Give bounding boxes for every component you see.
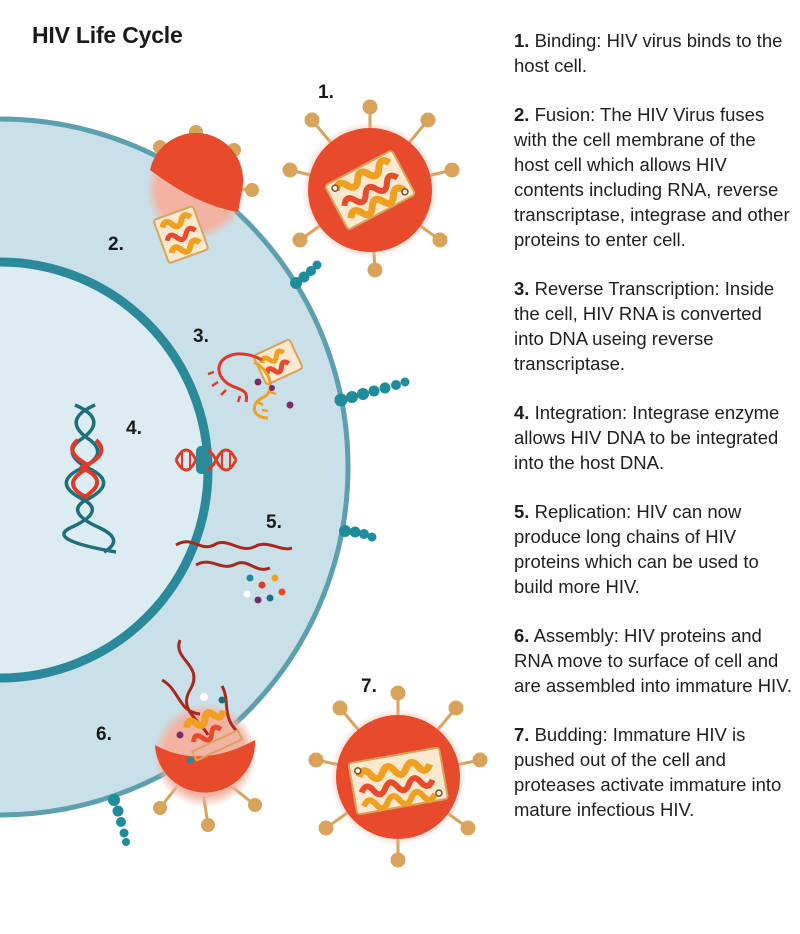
step-5-number: 5. (514, 501, 530, 522)
step-2-text: Fusion: The HIV Virus fuses with the cel… (514, 104, 790, 250)
virus-binding (282, 99, 460, 278)
step-label-4: 4. (126, 418, 142, 439)
receptor-right-lower (339, 525, 377, 542)
step-label-6: 6. (96, 724, 112, 745)
step-3-text: Reverse Transcription: Inside the cell, … (514, 278, 775, 374)
step-2-description: 2. Fusion: The HIV Virus fuses with the … (514, 102, 794, 252)
receptor-right-upper (334, 377, 410, 407)
step-label-2: 2. (108, 234, 124, 255)
step-1-text: Binding: HIV virus binds to the host cel… (514, 30, 783, 76)
step-6-description: 6. Assembly: HIV proteins and RNA move t… (514, 623, 794, 698)
step-4-description: 4. Integration: Integrase enzyme allows … (514, 400, 794, 475)
step-3-description: 3. Reverse Transcription: Inside the cel… (514, 276, 794, 376)
step-6-number: 6. (514, 625, 530, 646)
virus-budding (308, 685, 488, 868)
step-label-7: 7. (361, 676, 377, 697)
step-4-text: Integration: Integrase enzyme allows HIV… (514, 402, 780, 473)
hiv-dna (174, 446, 238, 474)
receptor-bottom (108, 794, 130, 846)
step-5-text: Replication: HIV can now produce long ch… (514, 501, 759, 597)
step-3-number: 3. (514, 278, 530, 299)
host-dna (62, 403, 117, 554)
step-2-number: 2. (514, 104, 530, 125)
step-4-number: 4. (514, 402, 530, 423)
replication-proteins (243, 574, 286, 604)
step-1-description: 1. Binding: HIV virus binds to the host … (514, 28, 794, 78)
step-1-number: 1. (514, 30, 530, 51)
step-label-1: 1. (318, 82, 334, 103)
fusion-capsid (153, 205, 209, 264)
receptor-top (290, 260, 322, 289)
diagram-title: HIV Life Cycle (32, 22, 183, 48)
replication-chains (175, 540, 293, 571)
step-descriptions: 1. Binding: HIV virus binds to the host … (514, 28, 794, 846)
step-7-text: Budding: Immature HIV is pushed out of t… (514, 724, 782, 820)
step-5-description: 5. Replication: HIV can now produce long… (514, 499, 794, 599)
step-7-number: 7. (514, 724, 530, 745)
step-label-5: 5. (266, 512, 282, 533)
step-label-3: 3. (193, 326, 209, 347)
assembly-site (153, 639, 262, 832)
reverse-transcription (207, 339, 303, 420)
step-6-text: Assembly: HIV proteins and RNA move to s… (514, 625, 792, 696)
host-cell (0, 116, 351, 818)
step-7-description: 7. Budding: Immature HIV is pushed out o… (514, 722, 794, 822)
